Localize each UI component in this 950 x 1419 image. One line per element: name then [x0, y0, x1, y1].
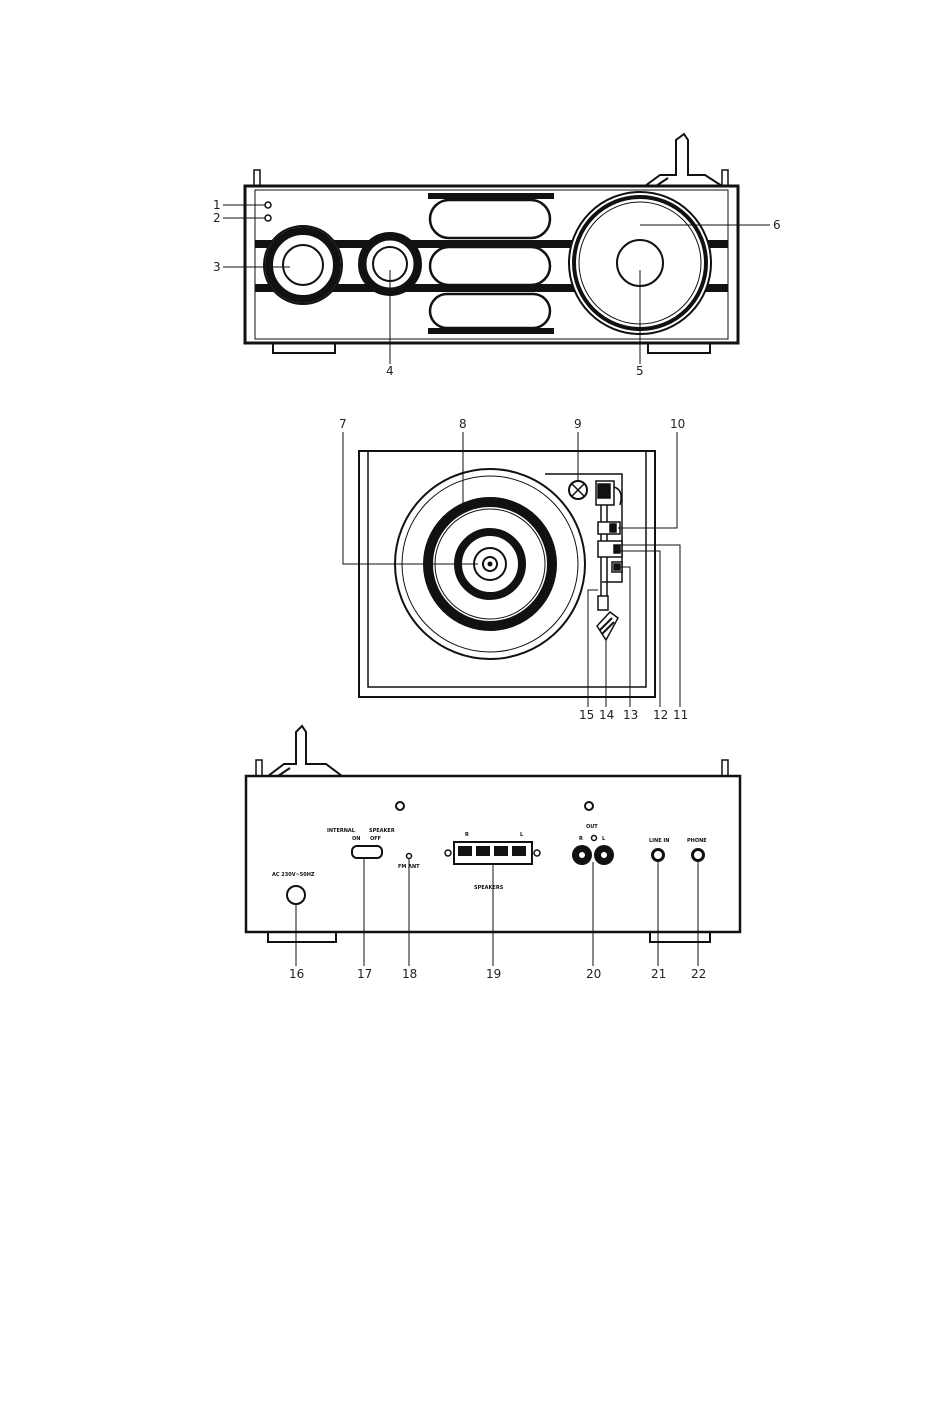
rear-screw-left	[396, 802, 404, 810]
callout-2: 2	[213, 211, 221, 225]
callout-20: 20	[586, 967, 601, 981]
callout-6: 6	[773, 218, 781, 232]
rear-foot-right	[650, 932, 710, 942]
line-in-jack[interactable]	[653, 850, 664, 861]
rear-post-right	[722, 760, 728, 776]
phone-label: PHONE	[687, 838, 707, 844]
out-ground-screw	[592, 836, 597, 841]
callout-12: 12	[653, 708, 668, 722]
front-grille	[428, 193, 554, 334]
front-handle	[645, 134, 722, 186]
speaker-terminals[interactable]	[445, 842, 540, 864]
callout-22: 22	[691, 967, 706, 981]
knob-3[interactable]	[264, 226, 342, 304]
out-l-label: L	[602, 836, 606, 842]
front-view: 1 2 3 4 5 6	[213, 134, 781, 378]
callout-4: 4	[386, 364, 394, 378]
speaker-l-label: L	[520, 832, 524, 838]
rear-leaders	[296, 858, 698, 966]
rear-handle	[268, 726, 342, 776]
speaker-switch[interactable]	[352, 846, 382, 858]
callout-13: 13	[623, 708, 638, 722]
callout-7: 7	[339, 417, 347, 431]
callout-15: 15	[579, 708, 594, 722]
rear-screw-right	[585, 802, 593, 810]
front-post-right	[722, 170, 728, 186]
on-label: ON	[352, 836, 360, 842]
rear-post-left	[256, 760, 262, 776]
callout-17: 17	[357, 967, 372, 981]
callout-11: 11	[673, 708, 688, 722]
ac-input-socket[interactable]	[287, 886, 305, 904]
indicator-1	[265, 202, 271, 208]
phone-jack[interactable]	[693, 850, 704, 861]
callout-14: 14	[599, 708, 614, 722]
callout-3: 3	[213, 260, 221, 274]
rear-view: AC 230V~50HZ INTERNAL SPEAKER ON OFF FM …	[246, 726, 740, 981]
callout-5: 5	[636, 364, 644, 378]
callout-21: 21	[651, 967, 666, 981]
rear-foot-left	[268, 932, 336, 942]
callout-8: 8	[459, 417, 467, 431]
tonearm-pivot	[569, 481, 587, 499]
callout-19: 19	[486, 967, 501, 981]
speaker-r-label: R	[465, 832, 469, 838]
speakers-label: SPEAKERS	[474, 885, 504, 891]
line-in-label: LINE IN	[649, 838, 669, 844]
headshell[interactable]	[597, 612, 618, 640]
indicator-2	[265, 215, 271, 221]
callout-10: 10	[670, 417, 685, 431]
fm-ant-jack[interactable]	[407, 854, 412, 859]
off-label: OFF	[370, 836, 381, 842]
callout-18: 18	[402, 967, 417, 981]
callout-16: 16	[289, 967, 304, 981]
out-r-label: R	[579, 836, 583, 842]
callout-9: 9	[574, 417, 582, 431]
top-view: 7 8 9 10 11 12 13 14 15	[339, 417, 688, 722]
front-post-left	[254, 170, 260, 186]
callout-1: 1	[213, 198, 221, 212]
out-label: OUT	[586, 824, 598, 830]
internal-label: INTERNAL	[327, 828, 356, 834]
speaker-label: SPEAKER	[369, 828, 395, 834]
ac-input-label: AC 230V~50HZ	[272, 872, 315, 878]
